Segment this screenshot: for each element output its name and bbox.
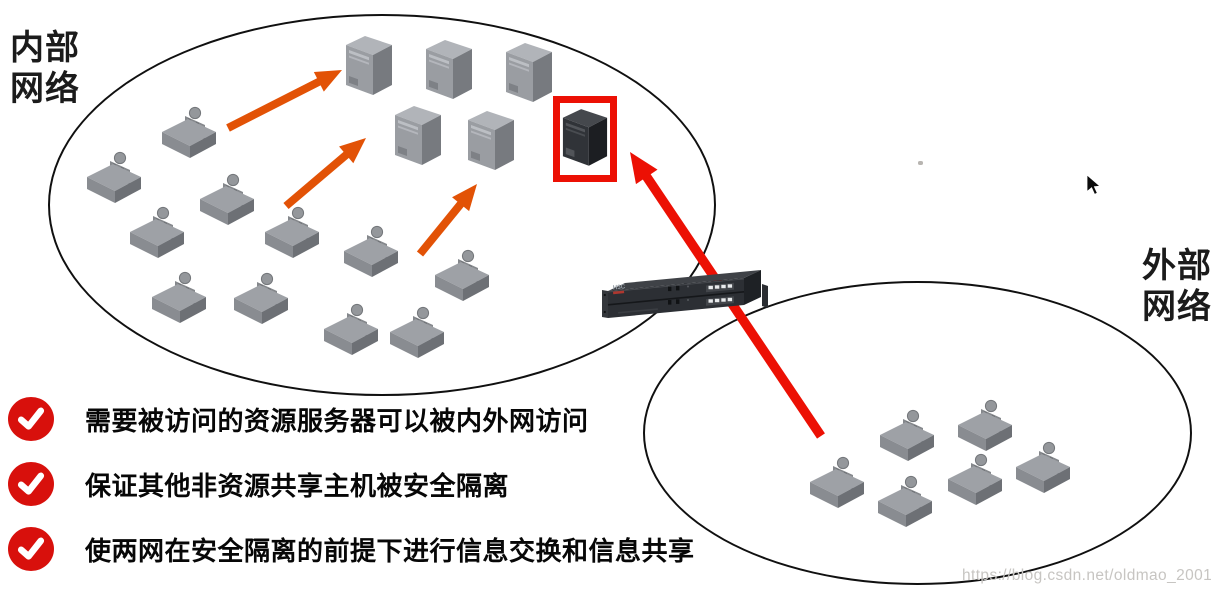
firewall-device-icon: H3C	[602, 270, 768, 318]
bullet-item: 使两网在安全隔离的前提下进行信息交换和信息共享	[8, 526, 695, 572]
external-network-ellipse	[643, 281, 1192, 585]
watermark: https://blog.csdn.net/oldmao_2001	[962, 567, 1213, 584]
bullet-text: 需要被访问的资源服务器可以被内外网访问	[85, 405, 589, 436]
highlight-box	[553, 96, 617, 182]
external-network-label: 外部 网络	[1142, 247, 1212, 326]
artifact-dot	[918, 161, 923, 165]
check-icon	[8, 462, 54, 506]
internal-network-ellipse	[48, 14, 716, 396]
bullet-item: 保证其他非资源共享主机被安全隔离	[8, 461, 509, 507]
internal-network-label: 内部 网络	[10, 29, 80, 108]
device-brand-label: H3C	[613, 283, 627, 291]
cursor-icon	[1086, 174, 1101, 195]
bullet-item: 需要被访问的资源服务器可以被内外网访问	[8, 396, 589, 442]
check-icon	[8, 397, 54, 441]
shared-server-icon	[561, 102, 609, 177]
check-icon	[8, 527, 54, 571]
bullet-text: 使两网在安全隔离的前提下进行信息交换和信息共享	[85, 535, 695, 566]
bullet-text: 保证其他非资源共享主机被安全隔离	[85, 470, 510, 501]
